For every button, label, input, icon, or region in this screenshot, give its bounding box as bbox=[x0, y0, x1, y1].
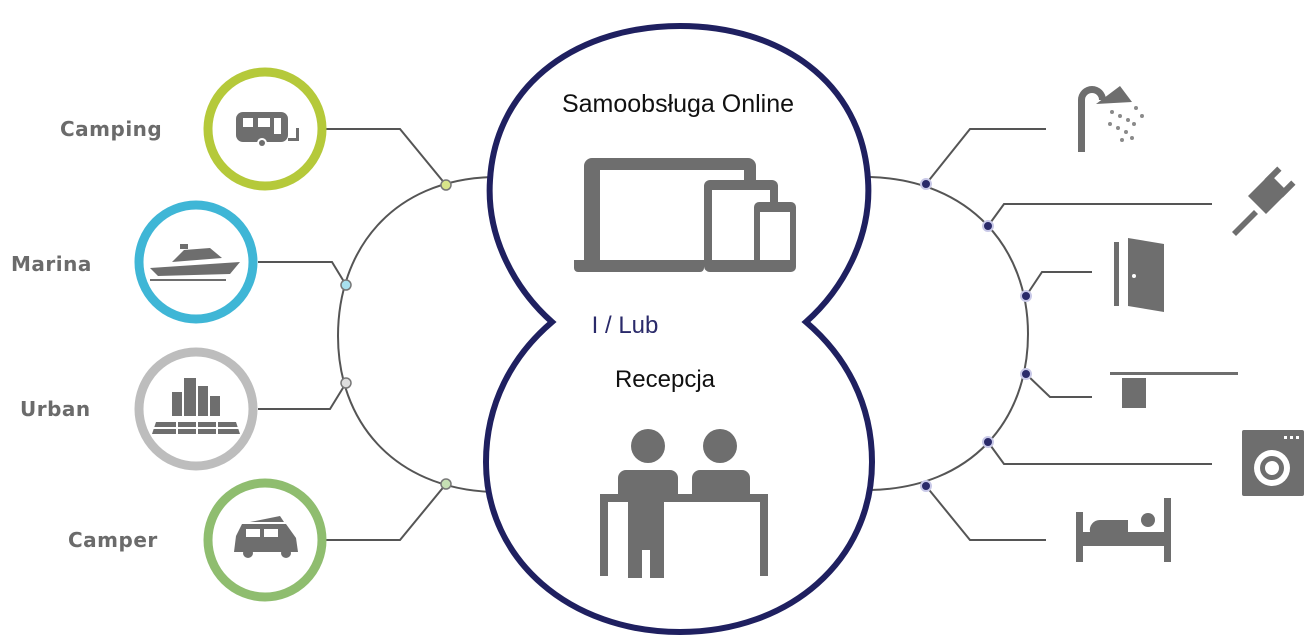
city-icon bbox=[150, 378, 244, 436]
node-camper bbox=[440, 478, 452, 490]
devices-icon bbox=[574, 158, 796, 272]
washing-machine-icon bbox=[1242, 430, 1304, 496]
right-connectors bbox=[925, 128, 1212, 541]
left-ring bbox=[336, 176, 493, 493]
left-connectors bbox=[258, 128, 447, 541]
door-icon bbox=[1114, 238, 1164, 312]
segment-label-camper: Camper bbox=[68, 528, 158, 552]
node-urban bbox=[340, 377, 352, 389]
right-ring bbox=[869, 176, 1030, 491]
segment-label-urban: Urban bbox=[20, 397, 91, 421]
right-nodes bbox=[920, 178, 1032, 492]
camper-van-icon bbox=[234, 516, 298, 558]
node-marina bbox=[340, 279, 352, 291]
plug-icon bbox=[1232, 166, 1296, 236]
center-outline bbox=[482, 22, 876, 636]
online-self-service-title: Samoobsługa Online bbox=[561, 90, 795, 118]
sink-counter-icon bbox=[1110, 372, 1238, 408]
node-camping bbox=[440, 179, 452, 191]
reception-icon bbox=[600, 429, 768, 578]
shower-icon bbox=[1078, 86, 1144, 152]
segment-label-marina: Marina bbox=[11, 252, 92, 276]
or-separator: I / Lub bbox=[591, 312, 659, 339]
yacht-icon bbox=[150, 244, 240, 281]
bed-icon bbox=[1076, 498, 1171, 562]
segment-label-camping: Camping bbox=[60, 117, 163, 141]
marina-ring[interactable] bbox=[134, 200, 258, 324]
caravan-icon bbox=[236, 112, 299, 148]
reception-label: Recepcja bbox=[614, 366, 716, 393]
